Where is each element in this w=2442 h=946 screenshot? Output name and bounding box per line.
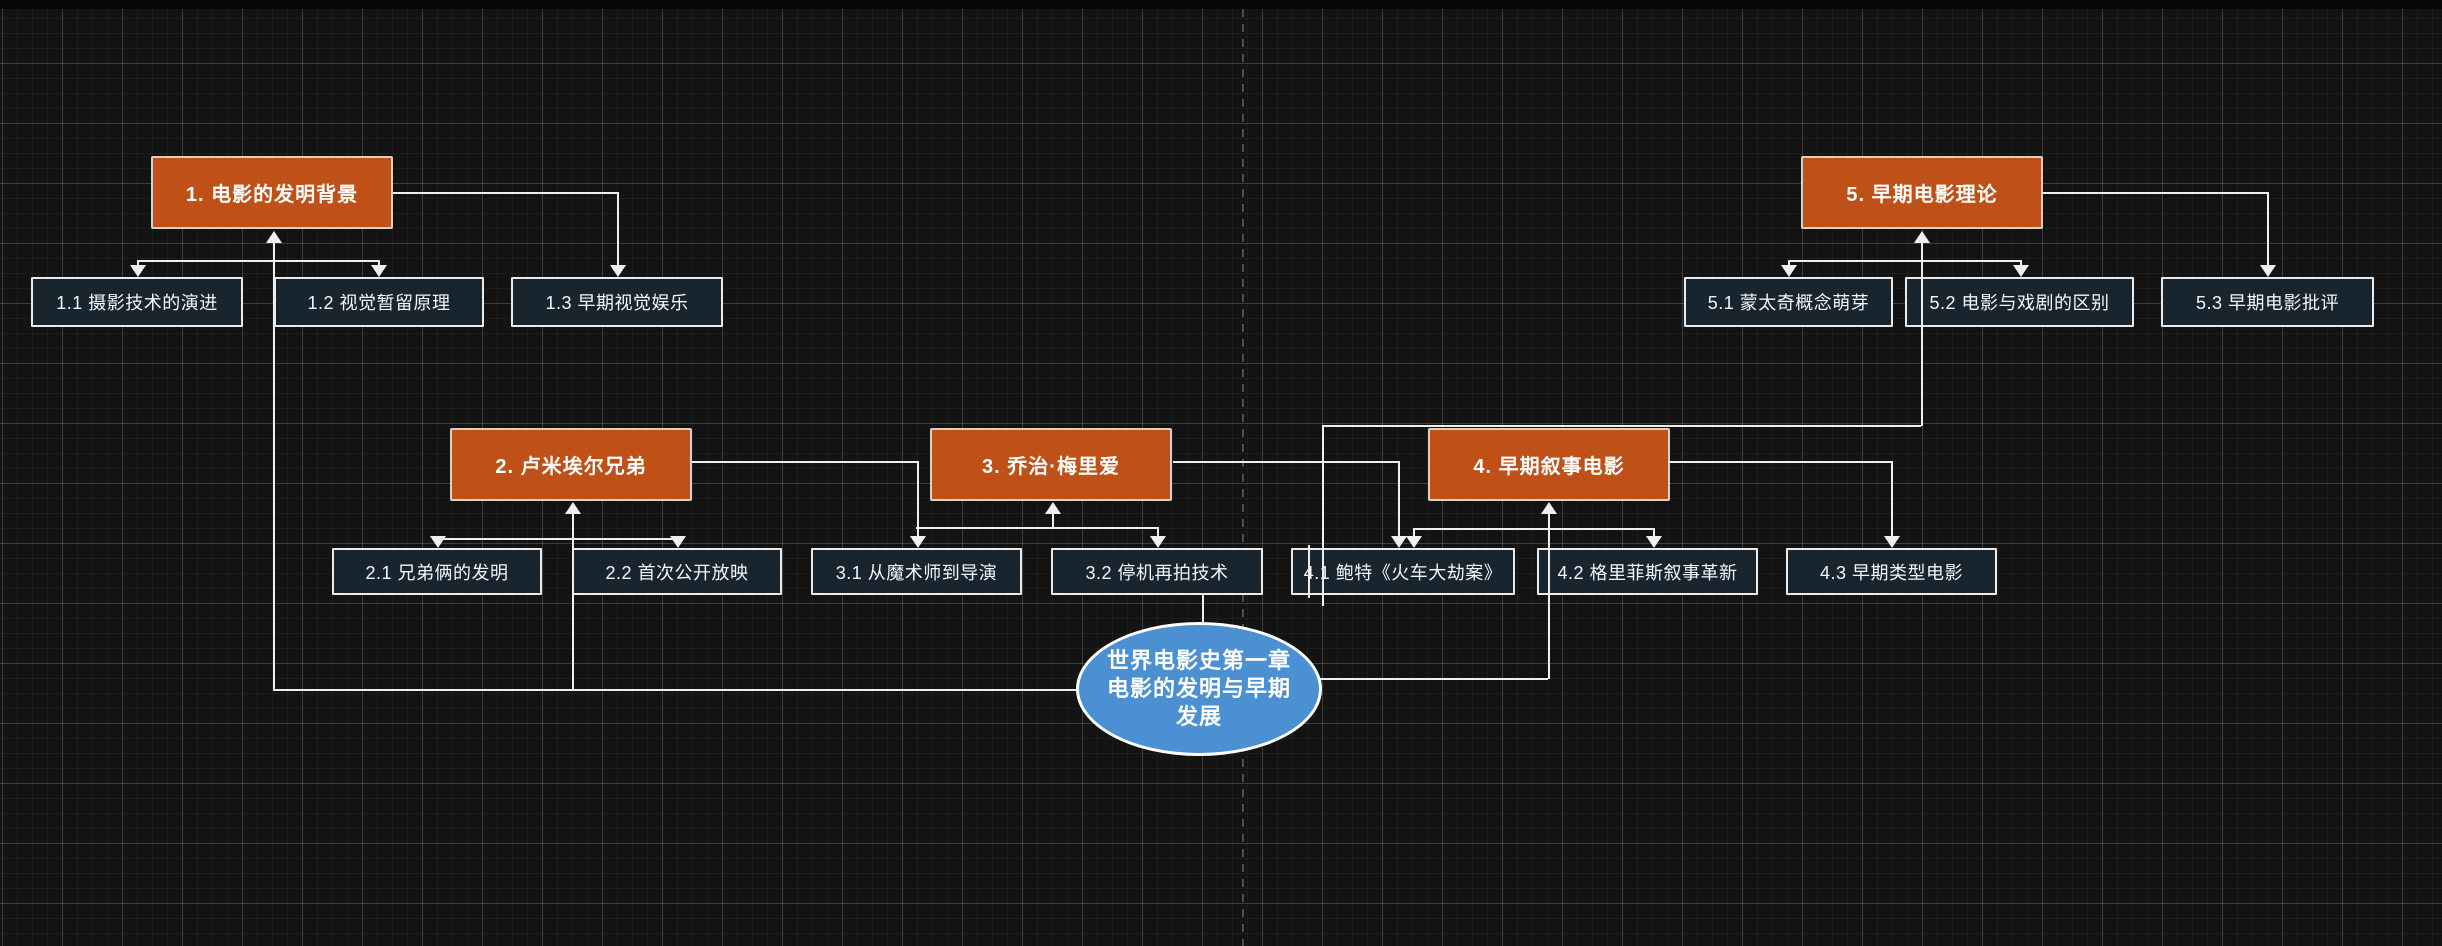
edge-segment [1413,528,1415,536]
sub-node-5-1[interactable]: 5.1 蒙太奇概念萌芽 [1684,277,1893,327]
edge-segment [1322,426,1324,606]
sub-node-label: 1.2 视觉暂留原理 [307,293,451,313]
arrowhead-down-icon [1150,536,1166,548]
main-node-label: 1. 电影的发明背景 [185,184,359,206]
sub-node-label: 4.2 格里菲斯叙事革新 [1557,562,1738,583]
main-node-4[interactable]: 4. 早期叙事电影 [1428,428,1670,501]
sub-node-label: 5.3 早期电影批评 [2195,293,2340,313]
edge-segment [1653,528,1655,536]
edge-segment [1308,545,1310,598]
edge-segment [1157,527,1159,536]
sub-node-5-2[interactable]: 5.2 电影与戏剧的区别 [1905,277,2134,327]
sub-node-label: 3.1 从魔术师到导演 [835,562,998,583]
sub-node-3-2[interactable]: 3.2 停机再拍技术 [1051,548,1263,595]
edge-segment [1052,514,1054,528]
arrowhead-up-icon [1914,231,1930,243]
arrowhead-down-icon [1646,536,1662,548]
arrowhead-down-icon [1884,536,1900,548]
arrowhead-down-icon [910,536,926,548]
main-node-2[interactable]: 2. 卢米埃尔兄弟 [450,428,692,501]
sub-node-label: 1.3 早期视觉娱乐 [545,293,689,313]
edge-segment [137,260,378,262]
root-node[interactable]: 世界电影史第一章电影的发明与早期发展 [1076,622,1322,756]
sub-node-label: 5.1 蒙太奇概念萌芽 [1707,293,1870,313]
edge-segment [1413,528,1653,530]
arrowhead-down-icon [2013,265,2029,277]
edge-segment [1320,678,1548,680]
arrowhead-up-icon [565,502,581,514]
main-node-5[interactable]: 5. 早期电影理论 [1801,156,2043,229]
sub-node-1-3[interactable]: 1.3 早期视觉娱乐 [511,277,723,327]
edge-segment [1921,243,1923,426]
page-divider-dashed-line [1242,9,1244,946]
edge-segment [1668,461,1891,463]
sub-node-label: 2.1 兄弟俩的发明 [365,562,509,583]
edge-segment [2267,192,2269,265]
arrowhead-down-icon [1391,536,1407,548]
edge-segment [1398,461,1400,536]
arrowhead-down-icon [2260,265,2276,277]
main-node-label: 4. 早期叙事电影 [1473,456,1625,478]
root-node-label: 世界电影史第一章电影的发明与早期发展 [1106,648,1291,729]
edge-segment [1548,514,1550,679]
edge-segment [1173,461,1398,463]
sub-node-label: 3.2 停机再拍技术 [1085,562,1229,583]
sub-node-1-2[interactable]: 1.2 视觉暂留原理 [274,277,484,327]
edge-segment [137,260,139,266]
edge-segment [1891,461,1893,536]
sub-node-4-2[interactable]: 4.2 格里菲斯叙事革新 [1537,548,1758,595]
edge-segment [2020,260,2022,266]
sub-node-3-1[interactable]: 3.1 从魔术师到导演 [811,548,1022,595]
edge-segment [692,461,917,463]
main-node-label: 3. 乔治·梅里爱 [982,456,1120,478]
edge-segment [617,192,619,265]
arrowhead-up-icon [1541,502,1557,514]
arrowhead-down-icon [1406,536,1422,548]
arrowhead-down-icon [670,536,686,548]
sub-node-label: 2.2 首次公开放映 [605,562,749,583]
sub-node-4-3[interactable]: 4.3 早期类型电影 [1786,548,1997,595]
edge-segment [916,527,1157,529]
sub-node-2-1[interactable]: 2.1 兄弟俩的发明 [332,548,542,595]
sub-node-label: 1.1 摄影技术的演进 [56,293,218,313]
edge-segment [1788,260,2020,262]
edge-segment [393,192,617,194]
edge-segment [1202,594,1204,622]
main-node-1[interactable]: 1. 电影的发明背景 [151,156,393,229]
window-top-edge [0,0,2442,9]
sub-node-label: 4.3 早期类型电影 [1819,562,1964,583]
edge-segment [437,538,677,540]
arrowhead-up-icon [266,231,282,243]
edge-segment [1788,260,1790,266]
main-node-3[interactable]: 3. 乔治·梅里爱 [930,428,1172,501]
arrowhead-down-icon [610,265,626,277]
edge-segment [572,514,574,690]
edge-segment [273,243,275,690]
sub-node-5-3[interactable]: 5.3 早期电影批评 [2161,277,2374,327]
edge-segment [2042,192,2267,194]
edge-segment [1322,425,1921,427]
arrowhead-down-icon [371,265,387,277]
arrowhead-up-icon [1045,502,1061,514]
sub-node-label: 5.2 电影与戏剧的区别 [1929,293,2110,313]
main-node-label: 2. 卢米埃尔兄弟 [495,456,647,478]
sub-node-1-1[interactable]: 1.1 摄影技术的演进 [31,277,243,327]
edge-segment [273,689,1080,691]
main-node-label: 5. 早期电影理论 [1846,184,1998,206]
arrowhead-down-icon [1781,265,1797,277]
arrowhead-down-icon [130,265,146,277]
sub-node-4-1[interactable]: 4.1 鲍特《火车大劫案》 [1291,548,1515,595]
edge-segment [378,260,380,266]
arrowhead-down-icon [430,536,446,548]
sub-node-label: 4.1 鲍特《火车大劫案》 [1303,562,1503,583]
sub-node-2-2[interactable]: 2.2 首次公开放映 [572,548,782,595]
edge-segment [917,461,919,536]
